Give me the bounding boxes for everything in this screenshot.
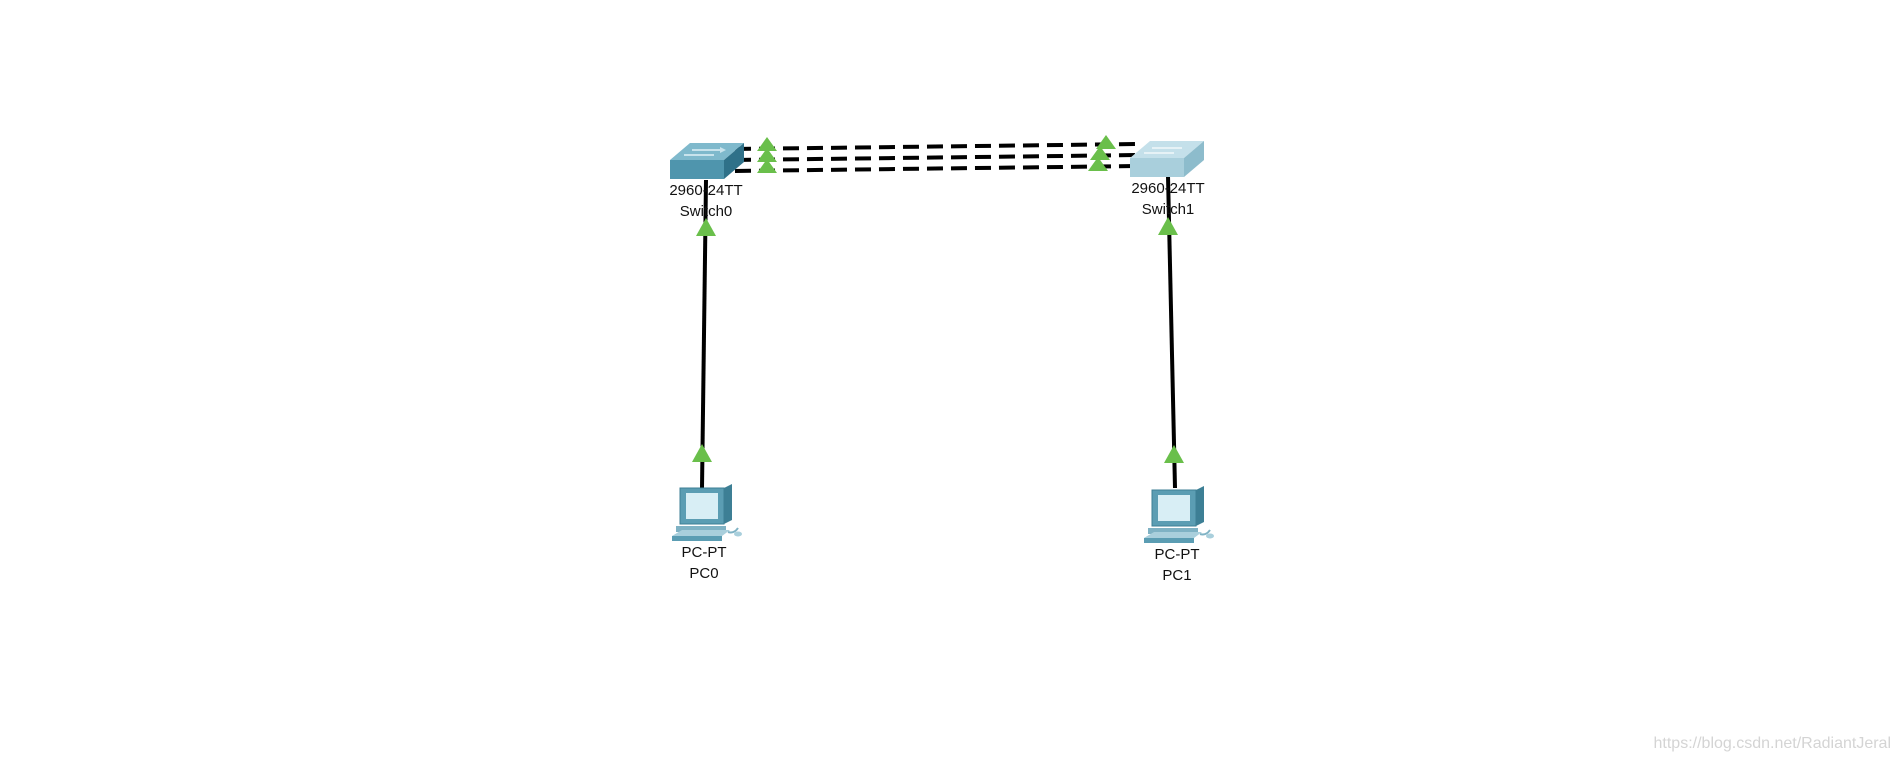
pc0-name-label: PC0 bbox=[689, 565, 719, 582]
switch0-model-label: 2960-24TT bbox=[669, 182, 743, 199]
trunk-link-1[interactable] bbox=[734, 142, 1141, 151]
link-up-indicator bbox=[692, 444, 712, 462]
watermark-text: https://blog.csdn.net/RadiantJeral bbox=[1653, 735, 1891, 752]
pc1-icon[interactable] bbox=[1144, 486, 1214, 543]
pc0-icon[interactable] bbox=[672, 484, 742, 541]
link-up-indicator bbox=[1090, 146, 1110, 160]
trunk-link-3[interactable] bbox=[734, 164, 1141, 173]
link-up-indicator bbox=[1158, 217, 1178, 235]
link-up-indicator bbox=[1088, 157, 1108, 171]
switch1-model-label: 2960-24TT bbox=[1131, 180, 1205, 197]
link-up-indicator bbox=[1096, 135, 1116, 149]
switch0-name-label: Switch0 bbox=[679, 203, 733, 220]
link-up-indicator bbox=[696, 218, 716, 236]
switch0-icon[interactable] bbox=[670, 143, 744, 179]
pc0-model-label: PC-PT bbox=[681, 544, 727, 561]
link-up-indicator bbox=[757, 159, 777, 173]
pc1-model-label: PC-PT bbox=[1154, 546, 1200, 563]
switch1-name-label: Switch1 bbox=[1141, 201, 1195, 218]
link-status-indicators bbox=[692, 135, 1184, 463]
trunk-links bbox=[734, 142, 1141, 173]
link-up-indicator bbox=[757, 148, 777, 162]
switch1-icon[interactable] bbox=[1130, 141, 1204, 177]
link-up-indicator bbox=[1164, 445, 1184, 463]
link-up-indicator bbox=[757, 137, 777, 151]
pc1-name-label: PC1 bbox=[1162, 567, 1192, 584]
trunk-link-2[interactable] bbox=[734, 153, 1141, 162]
